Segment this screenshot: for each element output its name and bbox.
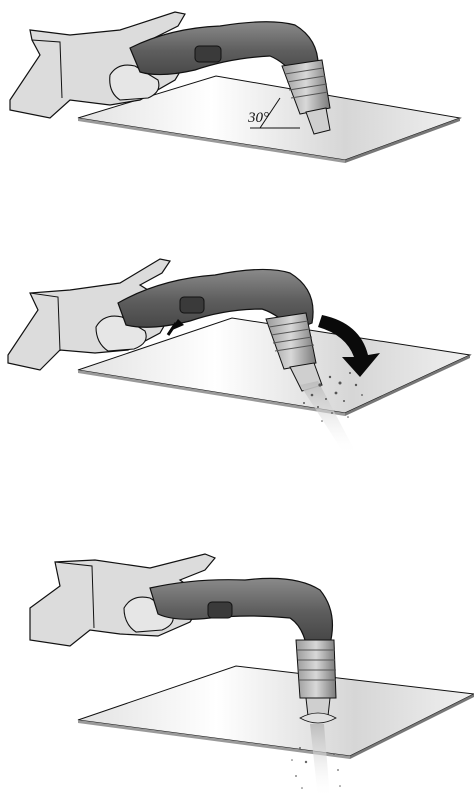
- angle-label: 30°: [247, 110, 269, 126]
- step-1-tilt-torch: 30°: [0, 0, 474, 175]
- step-3-vertical-cut: [0, 548, 474, 798]
- step-2-start-cut: [0, 245, 474, 480]
- metal-plate-icon: [78, 666, 474, 759]
